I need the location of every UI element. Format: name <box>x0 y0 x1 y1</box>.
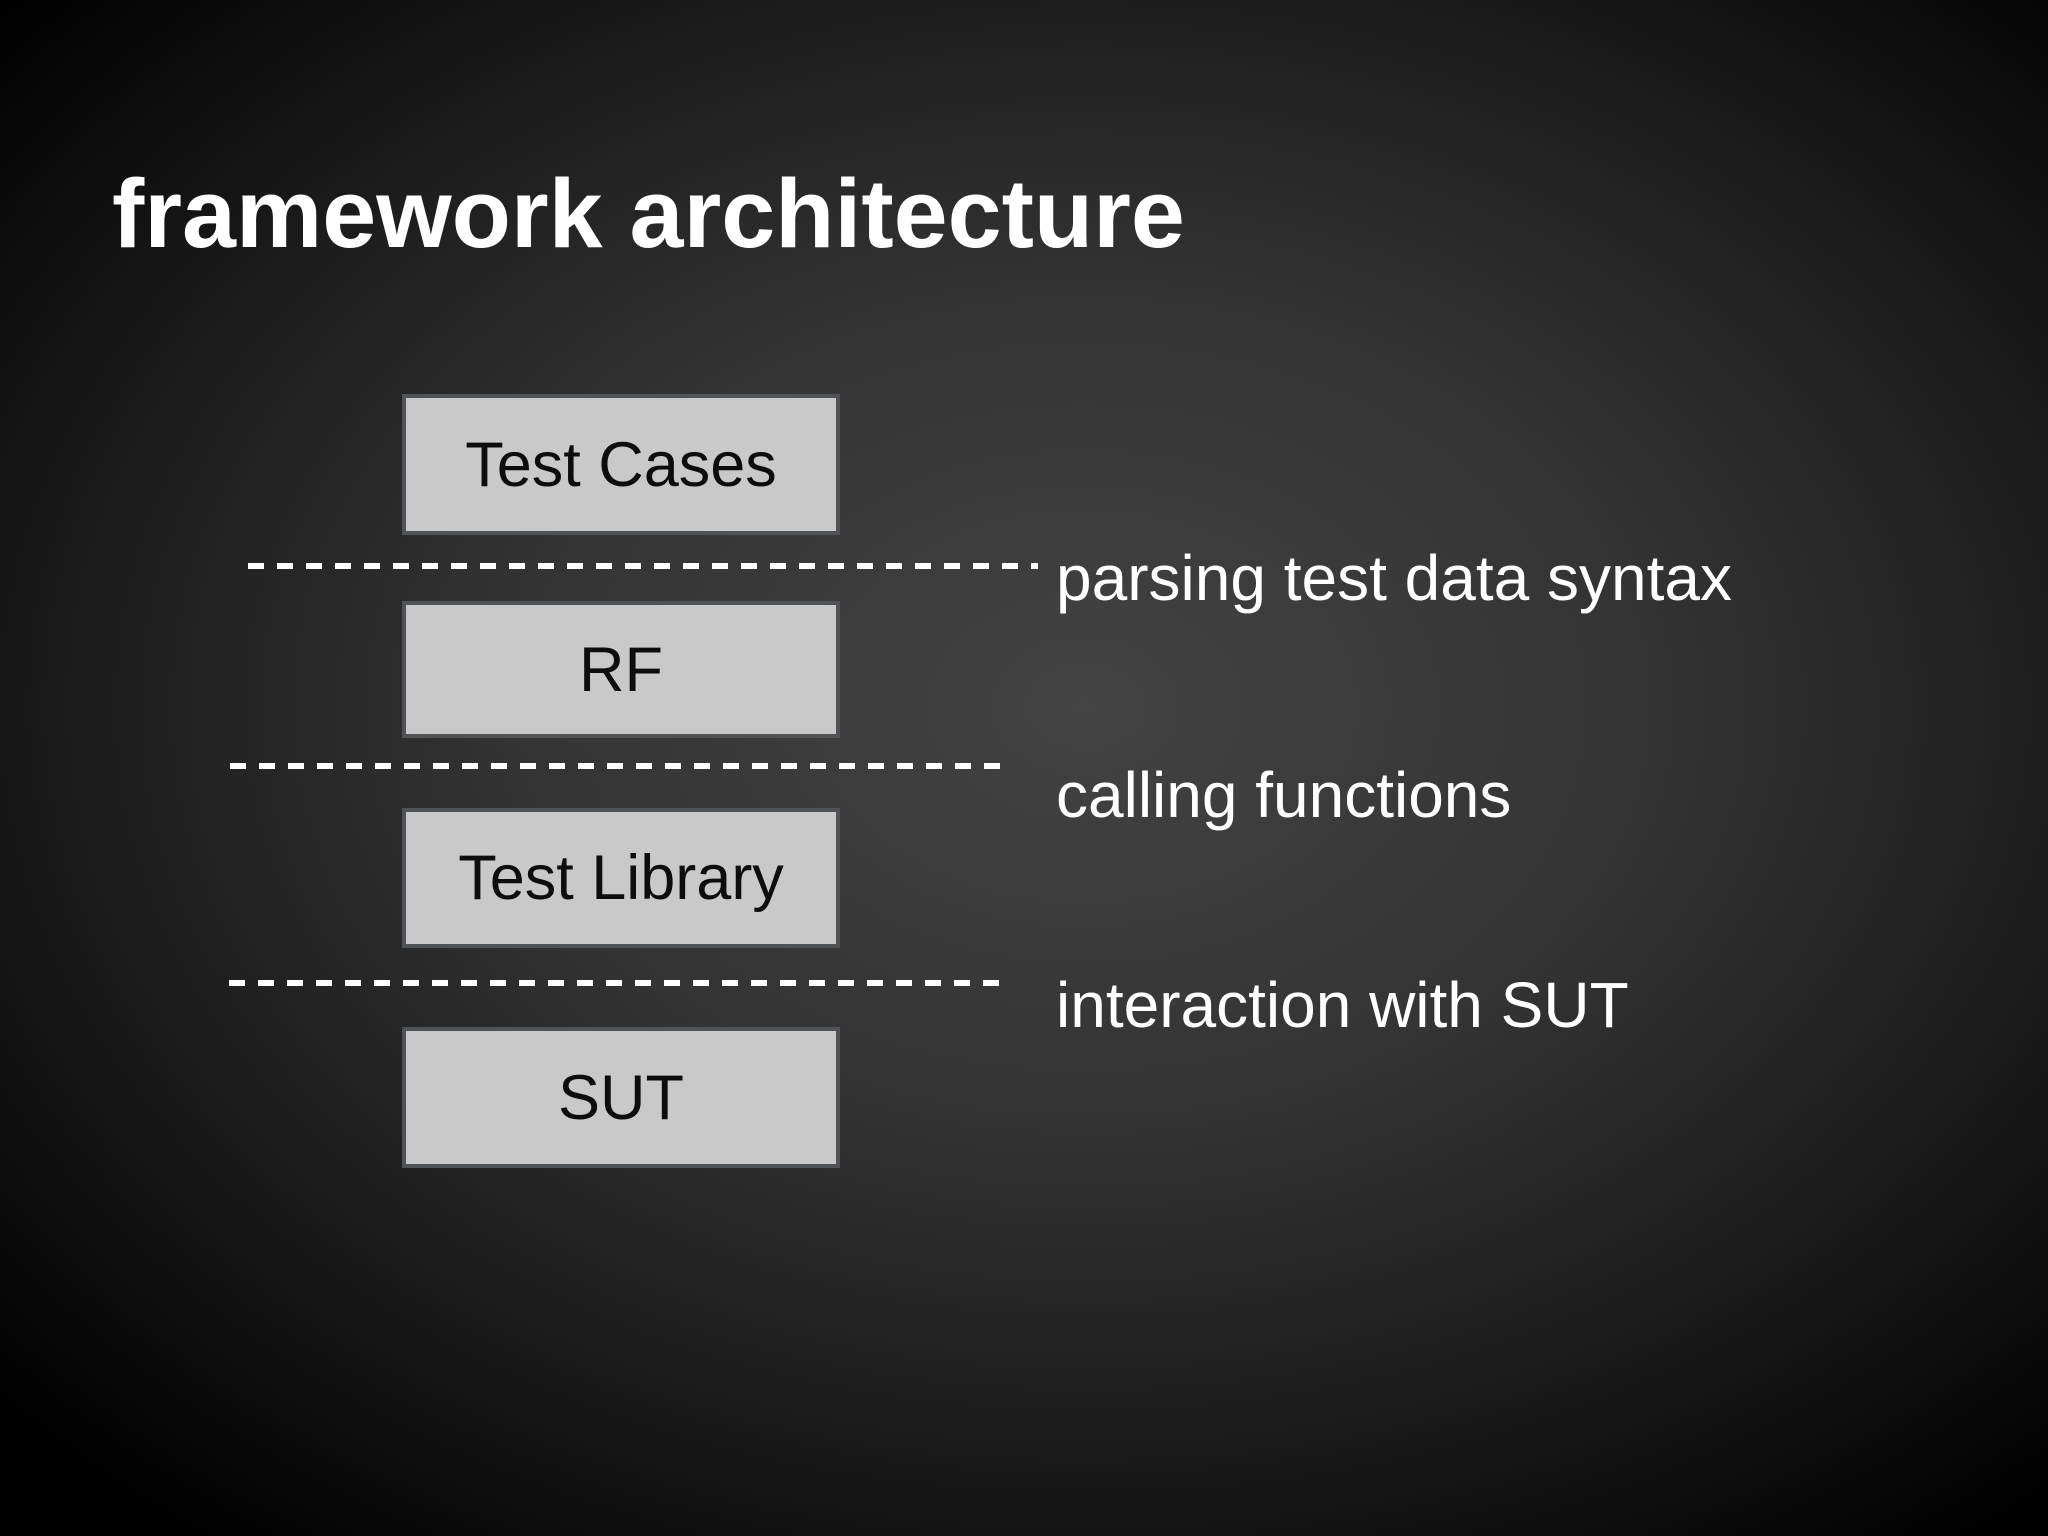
interface-label-calling-functions: calling functions <box>1056 759 1512 831</box>
layer-box-rf-label: RF <box>579 634 663 705</box>
layer-box-sut-label: SUT <box>558 1062 684 1133</box>
interface-label-interaction-with-sut: interaction with SUT <box>1056 969 1629 1041</box>
layer-box-test-library: Test Library <box>402 808 840 948</box>
layer-box-sut: SUT <box>402 1027 840 1168</box>
interface-label-parsing-test-data-syntax: parsing test data syntax <box>1056 542 1732 614</box>
layer-box-rf: RF <box>402 601 840 738</box>
layer-box-test-cases: Test Cases <box>402 394 840 535</box>
layer-box-test-cases-label: Test Cases <box>465 429 777 500</box>
layer-box-test-library-label: Test Library <box>458 843 784 913</box>
slide-title: framework architecture <box>112 159 1185 268</box>
dashed-separator-parsing <box>248 563 1038 569</box>
dashed-separator-calling <box>230 763 1012 769</box>
dashed-separator-interaction <box>229 980 1012 986</box>
